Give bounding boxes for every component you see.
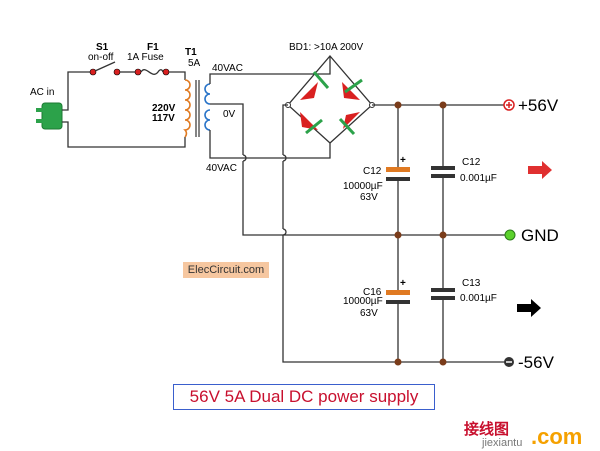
wire-bridge-negative-hop2 [282,228,287,236]
c16-value-label: 10000µF [343,296,383,307]
fuse-desc-label: 1A Fuse [127,52,164,63]
wire-primary-top [62,71,90,111]
bridge-label: BD1: >10A 200V [289,42,364,53]
wire-secondary-top [209,56,331,84]
ground-rail-label: GND [521,226,559,245]
c12-plus-label: + [400,155,406,166]
fuse-f1-icon [134,68,170,76]
wire-fuse-transformer [169,71,186,80]
transformer-t1-icon [183,79,211,138]
switch-name-label: S1 [96,42,109,53]
ceramic-capacitor-c12b-icon [431,166,455,178]
transformer-name-label: T1 [185,47,197,58]
c12b-name-label: C12 [462,157,481,168]
ceramic-capacitor-c13-icon [431,288,455,300]
positive-output-arrow-icon [528,161,552,179]
wire-bridge-negative-hop [282,154,287,162]
positive-terminal-icon [503,99,515,111]
secondary-bottom-label: 40VAC [206,163,237,174]
wire-bridge-negative [282,104,288,155]
junction-dots [394,101,447,366]
wire-primary-bottom [62,121,186,148]
ac-in-label: AC in [30,87,54,98]
fuse-name-label: F1 [147,42,159,53]
c12b-value-label: 0.001µF [460,173,497,184]
electrolytic-capacitor-c16-icon [386,290,410,304]
c16-name-label: C16 [363,287,382,298]
primary-v2-label: 117V [152,113,175,124]
c12-voltage-label: 63V [360,192,378,203]
transformer-rating-label: 5A [188,58,201,69]
watermark-site-label: jiexiantu [481,437,522,449]
wire-secondary-mid [210,103,244,155]
secondary-top-label: 40VAC [212,63,243,74]
ground-terminal-icon [504,229,516,241]
secondary-mid-label: 0V [223,109,236,120]
c13-name-label: C13 [462,278,481,289]
watermark-cn-label: 接线图 [464,420,509,438]
watermark-com-label: .com [531,424,582,449]
c16-plus-label: + [400,278,406,289]
electrolytic-capacitor-c12-icon [386,167,410,181]
c12-name-label: C12 [363,166,382,177]
c12-value-label: 10000µF [343,181,383,192]
diagram-title: 56V 5A Dual DC power supply [173,384,435,410]
positive-rail-label: +56V [518,96,559,115]
wire-secondary-bottom [209,130,331,159]
c13-value-label: 0.001µF [460,293,497,304]
bridge-rectifier-icon [285,55,375,144]
switch-desc-label: on-off [88,52,114,63]
negative-output-arrow-icon [517,299,541,317]
negative-rail-label: -56V [518,353,555,372]
c16-voltage-label: 63V [360,308,378,319]
ac-plug-icon [36,102,63,130]
negative-terminal-icon [504,357,514,367]
switch-s1-icon [89,61,121,76]
primary-v1-label: 220V [152,103,176,114]
wire-bridge-negative-down [282,235,505,363]
brand-tag: ElecCircuit.com [183,262,269,278]
wire-secondary-mid-down [242,161,283,236]
